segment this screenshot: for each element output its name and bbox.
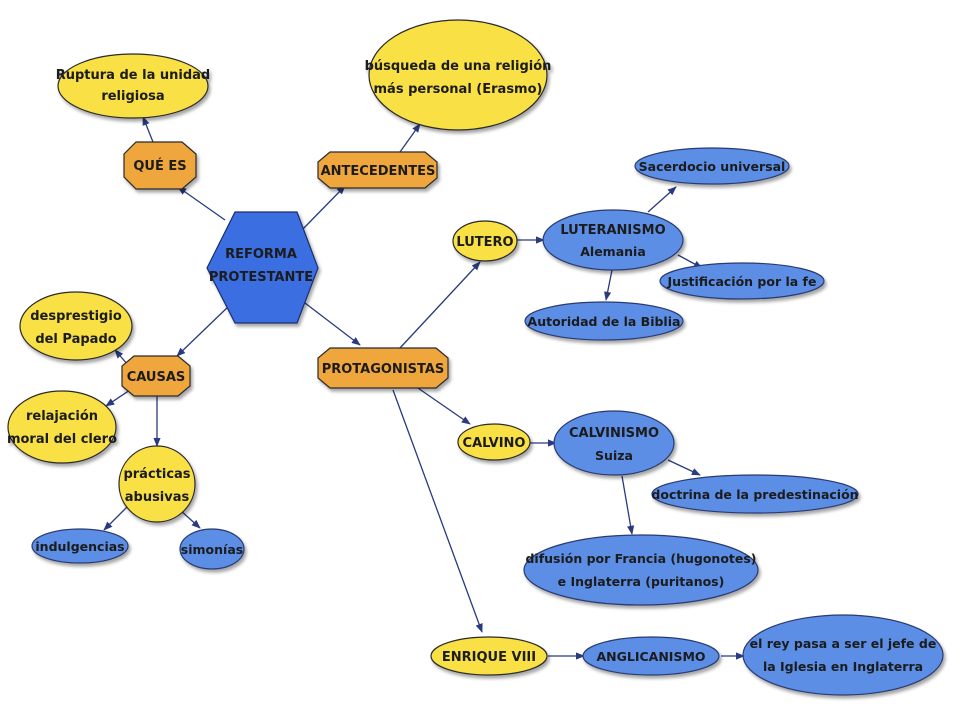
ruptura-line1: Ruptura de la unidad — [56, 68, 211, 83]
node-calvinismo[interactable]: CALVINISMO Suiza — [553, 410, 675, 476]
ruptura-line2: religiosa — [101, 89, 164, 104]
relajacion-shape — [7, 390, 117, 464]
enrique-shape — [430, 636, 548, 676]
edge-center-causas — [176, 304, 231, 357]
edge-quees-ruptura — [142, 116, 154, 143]
edge-causas-relajacion — [105, 389, 131, 407]
center-label-line2: PROTESTANTE — [209, 270, 313, 285]
center-label-line1: REFORMA — [225, 247, 297, 262]
node-protagonistas[interactable]: PROTAGONISTAS — [317, 347, 449, 389]
center-hexagon-shape — [206, 211, 319, 324]
justificacion-shape — [659, 262, 825, 300]
edge-center-protagonistas — [304, 302, 361, 346]
rey-shape — [742, 614, 944, 696]
node-justificacion[interactable]: Justificación por la fe — [659, 262, 825, 300]
node-difusion[interactable]: difusión por Francia (hugonotes) e Ingla… — [523, 534, 759, 606]
autoridad-shape — [524, 301, 684, 341]
antecedentes-shape — [317, 151, 438, 189]
node-ruptura[interactable]: Ruptura de la unidad religiosa — [56, 53, 211, 119]
node-lutero[interactable]: LUTERO — [452, 220, 518, 262]
node-que-es[interactable]: QUÉ ES — [123, 141, 197, 190]
node-causas[interactable]: CAUSAS — [121, 355, 191, 397]
luteranismo-shape — [542, 209, 684, 271]
edge-calvinismo-predestinacion — [667, 459, 701, 476]
calvinismo-shape — [553, 410, 675, 476]
node-busqueda[interactable]: búsqueda de una religión más personal (E… — [365, 19, 552, 131]
predestinacion-shape — [651, 474, 859, 514]
node-desprestigio[interactable]: desprestigio del Papado — [19, 291, 133, 361]
practicas-line1: prácticas — [123, 467, 190, 482]
edge-center-quees — [177, 186, 226, 221]
protagonistas-label: PROTAGONISTAS — [322, 362, 445, 377]
que-es-shape — [123, 141, 197, 190]
practicas-line2: abusivas — [125, 490, 190, 505]
antecedentes-label: ANTECEDENTES — [321, 164, 436, 179]
enrique-label: ENRIQUE VIII — [442, 650, 536, 665]
calvino-label: CALVINO — [463, 436, 526, 451]
node-practicas[interactable]: prácticas abusivas — [118, 445, 196, 523]
node-relajacion[interactable]: relajación moral del clero — [7, 390, 117, 464]
edge-protagonistas-calvino — [414, 385, 471, 425]
node-rey[interactable]: el rey pasa a ser el jefe de la Iglesia … — [742, 614, 944, 696]
rey-line2: la Iglesia en Inglaterra — [763, 659, 923, 674]
busqueda-line1: búsqueda de una religión — [365, 59, 552, 74]
node-anglicanismo[interactable]: ANGLICANISMO — [582, 636, 720, 676]
rey-line1: el rey pasa a ser el jefe de — [750, 636, 937, 651]
causas-label: CAUSAS — [127, 370, 186, 385]
luteranismo-line2: Alemania — [580, 244, 646, 259]
practicas-shape — [118, 445, 196, 523]
protagonistas-shape — [317, 347, 449, 389]
edge-luteranismo-autoridad — [604, 269, 613, 301]
anglicanismo-shape — [582, 636, 720, 676]
edge-calvinismo-difusion — [621, 475, 635, 535]
node-enrique[interactable]: ENRIQUE VIII — [430, 636, 548, 676]
relajacion-line1: relajación — [26, 409, 98, 424]
autoridad-label: Autoridad de la Biblia — [528, 314, 681, 329]
simonias-label: simonías — [181, 542, 243, 557]
relajacion-line2: moral del clero — [7, 432, 117, 447]
node-reforma-protestante[interactable]: REFORMA PROTESTANTE — [206, 211, 319, 324]
justificacion-label: Justificación por la fe — [667, 274, 817, 289]
edge-antecedentes-busqueda — [399, 123, 421, 153]
calvino-shape — [457, 423, 531, 461]
node-simonias[interactable]: simonías — [179, 528, 245, 570]
indulgencias-shape — [31, 528, 129, 564]
node-predestinacion[interactable]: doctrina de la predestinación — [651, 474, 859, 514]
desprestigio-line1: desprestigio — [30, 309, 122, 324]
busqueda-line2: más personal (Erasmo) — [374, 82, 543, 97]
difusion-line2: e Inglaterra (puritanos) — [558, 574, 725, 589]
que-es-label: QUÉ ES — [133, 158, 186, 174]
node-luteranismo[interactable]: LUTERANISMO Alemania — [542, 209, 684, 271]
edge-protagonistas-enrique — [392, 389, 483, 633]
desprestigio-line2: del Papado — [35, 332, 116, 347]
sacerdocio-shape — [634, 147, 790, 185]
difusion-line1: difusión por Francia (hugonotes) — [525, 551, 756, 566]
edge-practicas-indulgencias — [103, 505, 129, 531]
simonias-shape — [179, 528, 245, 570]
node-indulgencias[interactable]: indulgencias — [31, 528, 129, 564]
luteranismo-line1: LUTERANISMO — [560, 223, 665, 238]
busqueda-shape — [368, 19, 548, 131]
calvinismo-line2: Suiza — [595, 448, 633, 463]
edge-protagonistas-lutero — [399, 261, 481, 349]
difusion-shape — [523, 534, 759, 606]
predestinacion-label: doctrina de la predestinación — [651, 487, 858, 502]
lutero-shape — [452, 220, 518, 262]
calvinismo-line1: CALVINISMO — [569, 426, 659, 441]
node-calvino[interactable]: CALVINO — [457, 423, 531, 461]
node-autoridad[interactable]: Autoridad de la Biblia — [524, 301, 684, 341]
sacerdocio-label: Sacerdocio universal — [639, 159, 786, 174]
edge-practicas-simonias — [179, 509, 201, 529]
causas-shape — [121, 355, 191, 397]
edge-center-antecedentes — [299, 185, 346, 233]
node-antecedentes[interactable]: ANTECEDENTES — [317, 151, 438, 189]
lutero-label: LUTERO — [456, 235, 513, 250]
desprestigio-shape — [19, 291, 133, 361]
anglicanismo-label: ANGLICANISMO — [596, 649, 705, 664]
node-sacerdocio[interactable]: Sacerdocio universal — [634, 147, 790, 185]
ruptura-shape — [57, 53, 209, 119]
indulgencias-label: indulgencias — [35, 539, 124, 554]
edge-luteranismo-sacerdocio — [647, 186, 677, 213]
